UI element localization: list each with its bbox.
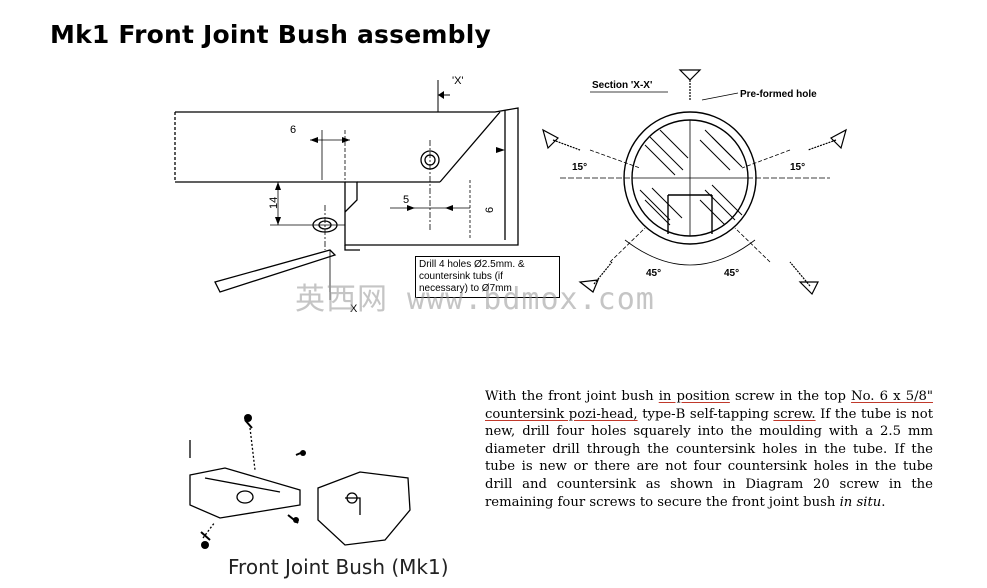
text-underlined-1: in position (658, 389, 730, 404)
text-part-2: screw in the top (729, 389, 852, 404)
dim-14: 14 (268, 197, 280, 209)
text-part-4: If the tube is not new, drill four holes… (485, 406, 934, 510)
screw-icons (542, 69, 847, 296)
note-line-1: Drill 4 holes Ø2.5mm. & (419, 259, 525, 270)
side-view (174, 80, 519, 300)
angle-left-45: 45° (646, 268, 661, 279)
text-part-1: With the front joint bush (485, 389, 659, 404)
section-marker-bottom: X (350, 303, 358, 315)
sketch-screws (201, 414, 306, 549)
preformed-hole-label: Pre-formed hole (740, 89, 817, 100)
text-italic: in situ (839, 494, 882, 510)
angle-right-45: 45° (724, 268, 739, 279)
text-part-3: type-B self-tapping (637, 406, 774, 422)
dim-6-top: 6 (290, 124, 296, 136)
instruction-paragraph: With the front joint bush in position sc… (485, 388, 933, 511)
note-line-2: countersink tubs (if (419, 271, 503, 282)
angle-left-15: 15° (572, 162, 587, 173)
angle-right-15: 15° (790, 162, 805, 173)
angle-lines (560, 149, 830, 266)
assembly-sketch (189, 419, 411, 546)
section-label: Section 'X-X' (592, 80, 652, 91)
dim-6-right: 6 (484, 207, 496, 213)
watermark: 英西网 www.bdmox.com (295, 282, 655, 317)
note-line-3: necessary) to Ø7mm (419, 283, 512, 294)
section-marker-top: 'X' (452, 75, 464, 87)
text-underlined-3: screw. (773, 406, 816, 422)
drill-note-box: Drill 4 holes Ø2.5mm. & countersink tubs… (415, 256, 560, 298)
text-underlined-2: No. 6 x 5/8" countersink pozi-head, (485, 389, 933, 422)
dim-5: 5 (403, 194, 409, 206)
section-circle (623, 111, 757, 245)
page-title: Mk1 Front Joint Bush assembly (50, 20, 491, 49)
dimension-arrows (275, 91, 505, 225)
text-part-5: . (881, 494, 886, 510)
assembly-caption: Front Joint Bush (Mk1) (228, 555, 449, 579)
